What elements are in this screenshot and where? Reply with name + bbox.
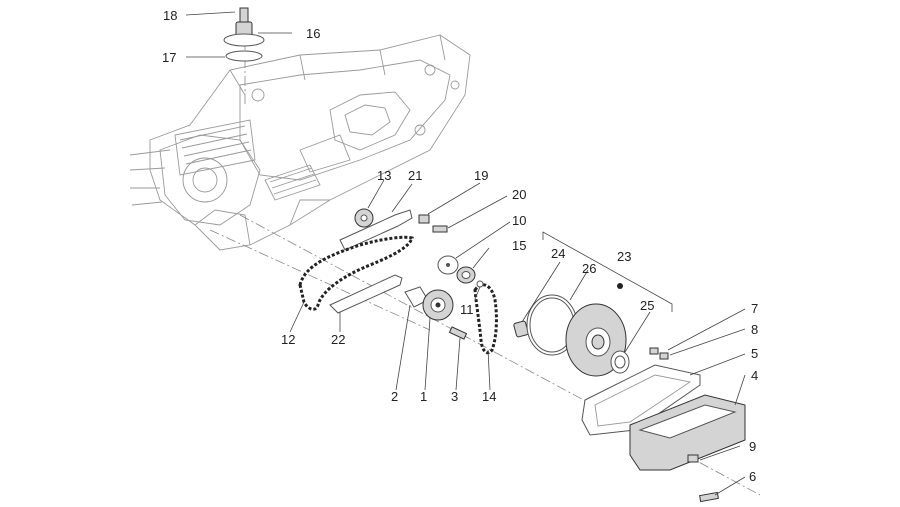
drain-plug-9 [687, 454, 699, 463]
gasket-5 [581, 364, 701, 436]
callout-11: 11 [460, 302, 474, 317]
callout-2: 2 [391, 389, 398, 404]
callout-13: 13 [377, 168, 391, 183]
callout-10: 10 [512, 213, 526, 228]
chain-tensioner-assembly [223, 7, 265, 62]
callout-20: 20 [512, 187, 526, 202]
callout-17: 17 [162, 50, 176, 65]
callout-5: 5 [751, 346, 758, 361]
callout-16: 16 [306, 26, 320, 41]
callout-25: 25 [640, 298, 654, 313]
callout-21: 21 [408, 168, 422, 183]
tensioner-gasket [225, 50, 263, 62]
engine-crankcase [129, 34, 471, 251]
washer-7 [649, 347, 659, 355]
callout-7: 7 [751, 301, 758, 316]
tensioner-flange [223, 33, 265, 47]
callout-4: 4 [751, 368, 758, 383]
oil-pump-assembly [404, 255, 484, 340]
callout-8: 8 [751, 322, 758, 337]
callout-3: 3 [451, 389, 458, 404]
callout-24: 24 [551, 246, 565, 261]
callout-labels: 18 16 17 13 21 19 20 10 15 11 24 26 23 2… [162, 8, 758, 484]
callout-18: 18 [163, 8, 177, 23]
seal-24 [513, 320, 529, 338]
callout-9: 9 [749, 439, 756, 454]
cover-assembly [513, 231, 673, 377]
bolt-6 [699, 491, 719, 503]
oil-sump-assembly [581, 347, 746, 503]
leader-lines [185, 11, 746, 496]
callout-1: 1 [420, 389, 427, 404]
chain-14 [473, 283, 498, 355]
callout-14: 14 [482, 389, 496, 404]
chains [298, 235, 498, 355]
callout-15: 15 [512, 238, 526, 253]
callout-19: 19 [474, 168, 488, 183]
bolt-3 [448, 326, 468, 340]
callout-26: 26 [582, 261, 596, 276]
callout-6: 6 [749, 469, 756, 484]
callout-12: 12 [281, 332, 295, 347]
spacer-19 [418, 214, 430, 224]
bolt-20 [432, 225, 448, 233]
callout-22: 22 [331, 332, 345, 347]
chain-guide-21 [339, 209, 413, 251]
plug-8 [659, 352, 669, 360]
chain-guide-22 [329, 274, 403, 314]
callout-23: 23 [617, 249, 631, 264]
tensioner-screw [239, 7, 249, 23]
ring-11 [476, 280, 484, 288]
upper-sprocket-and-guide [339, 208, 448, 251]
